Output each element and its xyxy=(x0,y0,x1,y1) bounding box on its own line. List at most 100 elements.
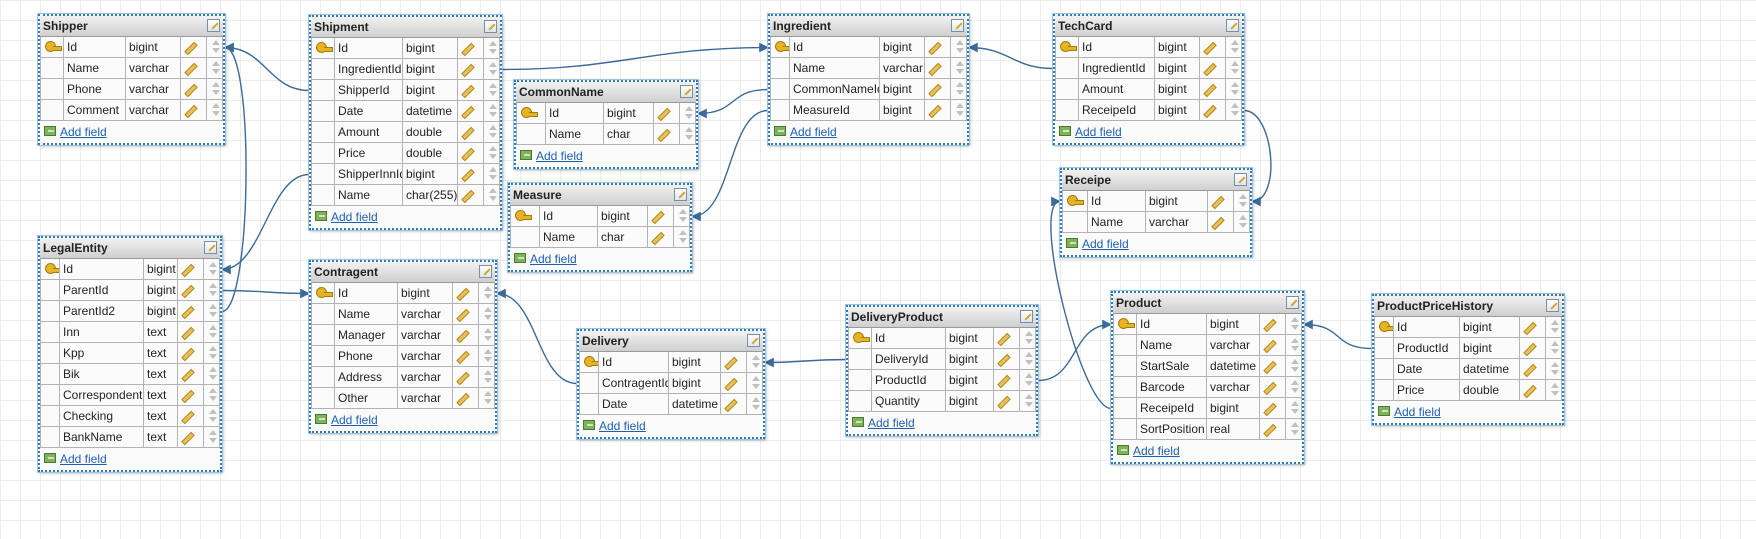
move-cell[interactable] xyxy=(951,37,967,58)
table-header[interactable]: Receipe xyxy=(1062,170,1250,191)
pencil-icon[interactable] xyxy=(456,392,468,404)
pencil-icon[interactable] xyxy=(928,104,940,116)
edit-cell[interactable] xyxy=(178,280,204,301)
pencil-icon[interactable] xyxy=(1263,339,1275,351)
pencil-icon[interactable] xyxy=(1203,104,1215,116)
reorder-arrows-icon[interactable] xyxy=(212,82,220,96)
move-cell[interactable] xyxy=(204,301,220,322)
move-cell[interactable] xyxy=(1020,370,1036,391)
pencil-icon[interactable] xyxy=(181,284,193,296)
reorder-arrows-icon[interactable] xyxy=(489,188,497,202)
add-field-icon[interactable] xyxy=(1378,406,1390,416)
edit-cell[interactable] xyxy=(458,38,484,59)
pencil-icon[interactable] xyxy=(181,305,193,317)
move-cell[interactable] xyxy=(1286,419,1302,440)
pencil-icon[interactable] xyxy=(181,410,193,422)
reorder-arrows-icon[interactable] xyxy=(209,325,217,339)
move-cell[interactable] xyxy=(680,103,696,124)
reorder-arrows-icon[interactable] xyxy=(1291,401,1299,415)
move-cell[interactable] xyxy=(484,101,500,122)
add-field-icon[interactable] xyxy=(1066,238,1078,248)
pencil-icon[interactable] xyxy=(724,398,736,410)
edit-cell[interactable] xyxy=(458,80,484,101)
move-cell[interactable] xyxy=(484,122,500,143)
table-header[interactable]: Contragent xyxy=(311,262,495,283)
table-header[interactable]: Shipment xyxy=(311,17,500,38)
edit-cell[interactable] xyxy=(178,322,204,343)
edit-cell[interactable] xyxy=(1520,359,1546,380)
edit-cell[interactable] xyxy=(994,328,1020,349)
reorder-arrows-icon[interactable] xyxy=(685,106,693,120)
pencil-icon[interactable] xyxy=(1263,360,1275,372)
pencil-icon[interactable] xyxy=(1263,423,1275,435)
add-field-icon[interactable] xyxy=(852,417,864,427)
reorder-arrows-icon[interactable] xyxy=(212,40,220,54)
pencil-icon[interactable] xyxy=(461,105,473,117)
move-cell[interactable] xyxy=(484,59,500,80)
add-field-icon[interactable] xyxy=(44,453,56,463)
pencil-icon[interactable] xyxy=(928,41,940,53)
move-cell[interactable] xyxy=(674,227,690,248)
edit-table-icon[interactable] xyxy=(479,265,492,278)
edit-cell[interactable] xyxy=(178,427,204,448)
pencil-icon[interactable] xyxy=(456,350,468,362)
move-cell[interactable] xyxy=(484,164,500,185)
edit-cell[interactable] xyxy=(721,394,747,415)
reorder-arrows-icon[interactable] xyxy=(209,367,217,381)
edit-cell[interactable] xyxy=(181,58,207,79)
reorder-arrows-icon[interactable] xyxy=(1025,394,1033,408)
reorder-arrows-icon[interactable] xyxy=(752,376,760,390)
pencil-icon[interactable] xyxy=(184,104,196,116)
edit-cell[interactable] xyxy=(925,58,951,79)
move-cell[interactable] xyxy=(1234,191,1250,212)
pencil-icon[interactable] xyxy=(181,326,193,338)
edit-table-icon[interactable] xyxy=(207,19,220,32)
pencil-icon[interactable] xyxy=(1263,402,1275,414)
edit-table-icon[interactable] xyxy=(1546,299,1559,312)
add-field-link[interactable]: Add field xyxy=(1082,237,1129,251)
move-cell[interactable] xyxy=(204,280,220,301)
edit-cell[interactable] xyxy=(721,373,747,394)
add-field-link[interactable]: Add field xyxy=(1394,405,1441,419)
move-cell[interactable] xyxy=(951,100,967,121)
pencil-icon[interactable] xyxy=(928,62,940,74)
table-header[interactable]: Shipper xyxy=(40,16,223,37)
edit-table-icon[interactable] xyxy=(484,20,497,33)
reorder-arrows-icon[interactable] xyxy=(1551,341,1559,355)
edit-cell[interactable] xyxy=(453,346,479,367)
table-header[interactable]: CommonName xyxy=(516,82,696,103)
edit-cell[interactable] xyxy=(458,101,484,122)
add-field-icon[interactable] xyxy=(44,126,56,136)
edit-table-icon[interactable] xyxy=(1020,310,1033,323)
edit-cell[interactable] xyxy=(178,364,204,385)
move-cell[interactable] xyxy=(207,79,223,100)
move-cell[interactable] xyxy=(207,58,223,79)
pencil-icon[interactable] xyxy=(181,368,193,380)
table-header[interactable]: LegalEntity xyxy=(40,238,220,259)
add-field-link[interactable]: Add field xyxy=(1075,125,1122,139)
add-field-link[interactable]: Add field xyxy=(60,452,107,466)
move-cell[interactable] xyxy=(951,79,967,100)
pencil-icon[interactable] xyxy=(657,107,669,119)
edit-cell[interactable] xyxy=(458,143,484,164)
edit-cell[interactable] xyxy=(178,406,204,427)
move-cell[interactable] xyxy=(747,352,763,373)
